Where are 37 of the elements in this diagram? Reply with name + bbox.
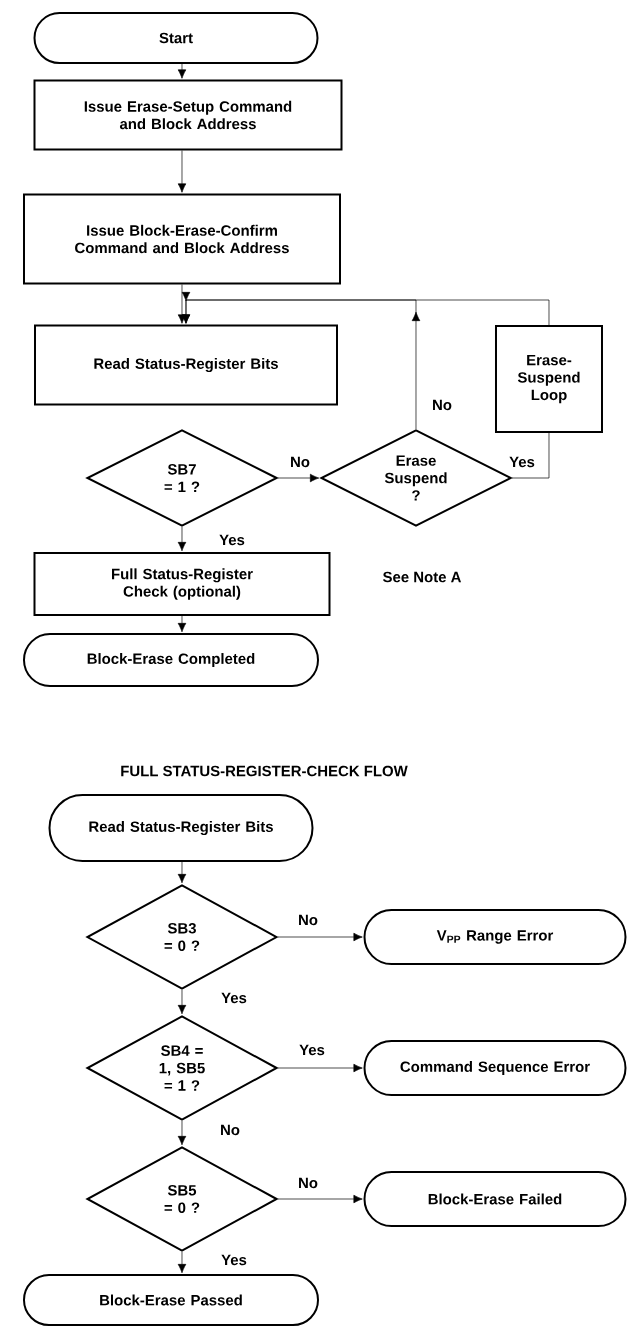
terminal-box: Start <box>33 12 319 64</box>
arrow <box>177 861 187 884</box>
arrow <box>177 63 187 79</box>
section-heading: FULL STATUS-REGISTER-CHECK FLOW <box>121 765 408 777</box>
process-box: Read Status-Register Bits <box>34 324 338 406</box>
arrow <box>277 473 320 483</box>
arrow <box>177 989 187 1015</box>
edge-label: No <box>431 398 453 412</box>
edge-label: No <box>297 1176 319 1190</box>
terminal-box: Block-Erase Completed <box>23 633 319 687</box>
process-box: Erase- Suspend Loop <box>495 325 603 433</box>
arrow <box>177 1251 187 1274</box>
process-box: Issue Erase-Setup Command and Block Address <box>33 79 343 151</box>
edge-label: No <box>297 913 319 927</box>
edge-label: Yes <box>298 1043 326 1057</box>
arrow <box>177 1120 187 1146</box>
arrow <box>277 932 363 942</box>
arrow <box>177 150 187 193</box>
terminal-box: Command Sequence Error <box>363 1040 627 1096</box>
arrow <box>277 1063 363 1073</box>
edge-label: No <box>219 1123 241 1137</box>
edge-label: Yes <box>220 991 248 1005</box>
terminal-box: Read Status-Register Bits <box>48 794 314 862</box>
note-text: See Note A <box>383 571 461 583</box>
arrow <box>181 292 550 326</box>
process-box: Issue Block-Erase-Confirm Command and Block Address <box>23 193 341 285</box>
edge-label: No <box>289 455 311 469</box>
terminal-box: Block-Erase Failed <box>363 1171 627 1227</box>
arrow <box>177 284 187 324</box>
terminal-box: Block-Erase Passed <box>23 1274 319 1326</box>
edge-label: Yes <box>220 1253 248 1267</box>
terminal-box: V$_{PP}$ Range Error <box>363 909 627 965</box>
edge-label: Yes <box>218 533 246 547</box>
arrow <box>277 1194 363 1204</box>
arrow <box>177 615 187 633</box>
process-box: Full Status-Register Check (optional) <box>33 552 331 616</box>
arrow <box>177 526 187 552</box>
